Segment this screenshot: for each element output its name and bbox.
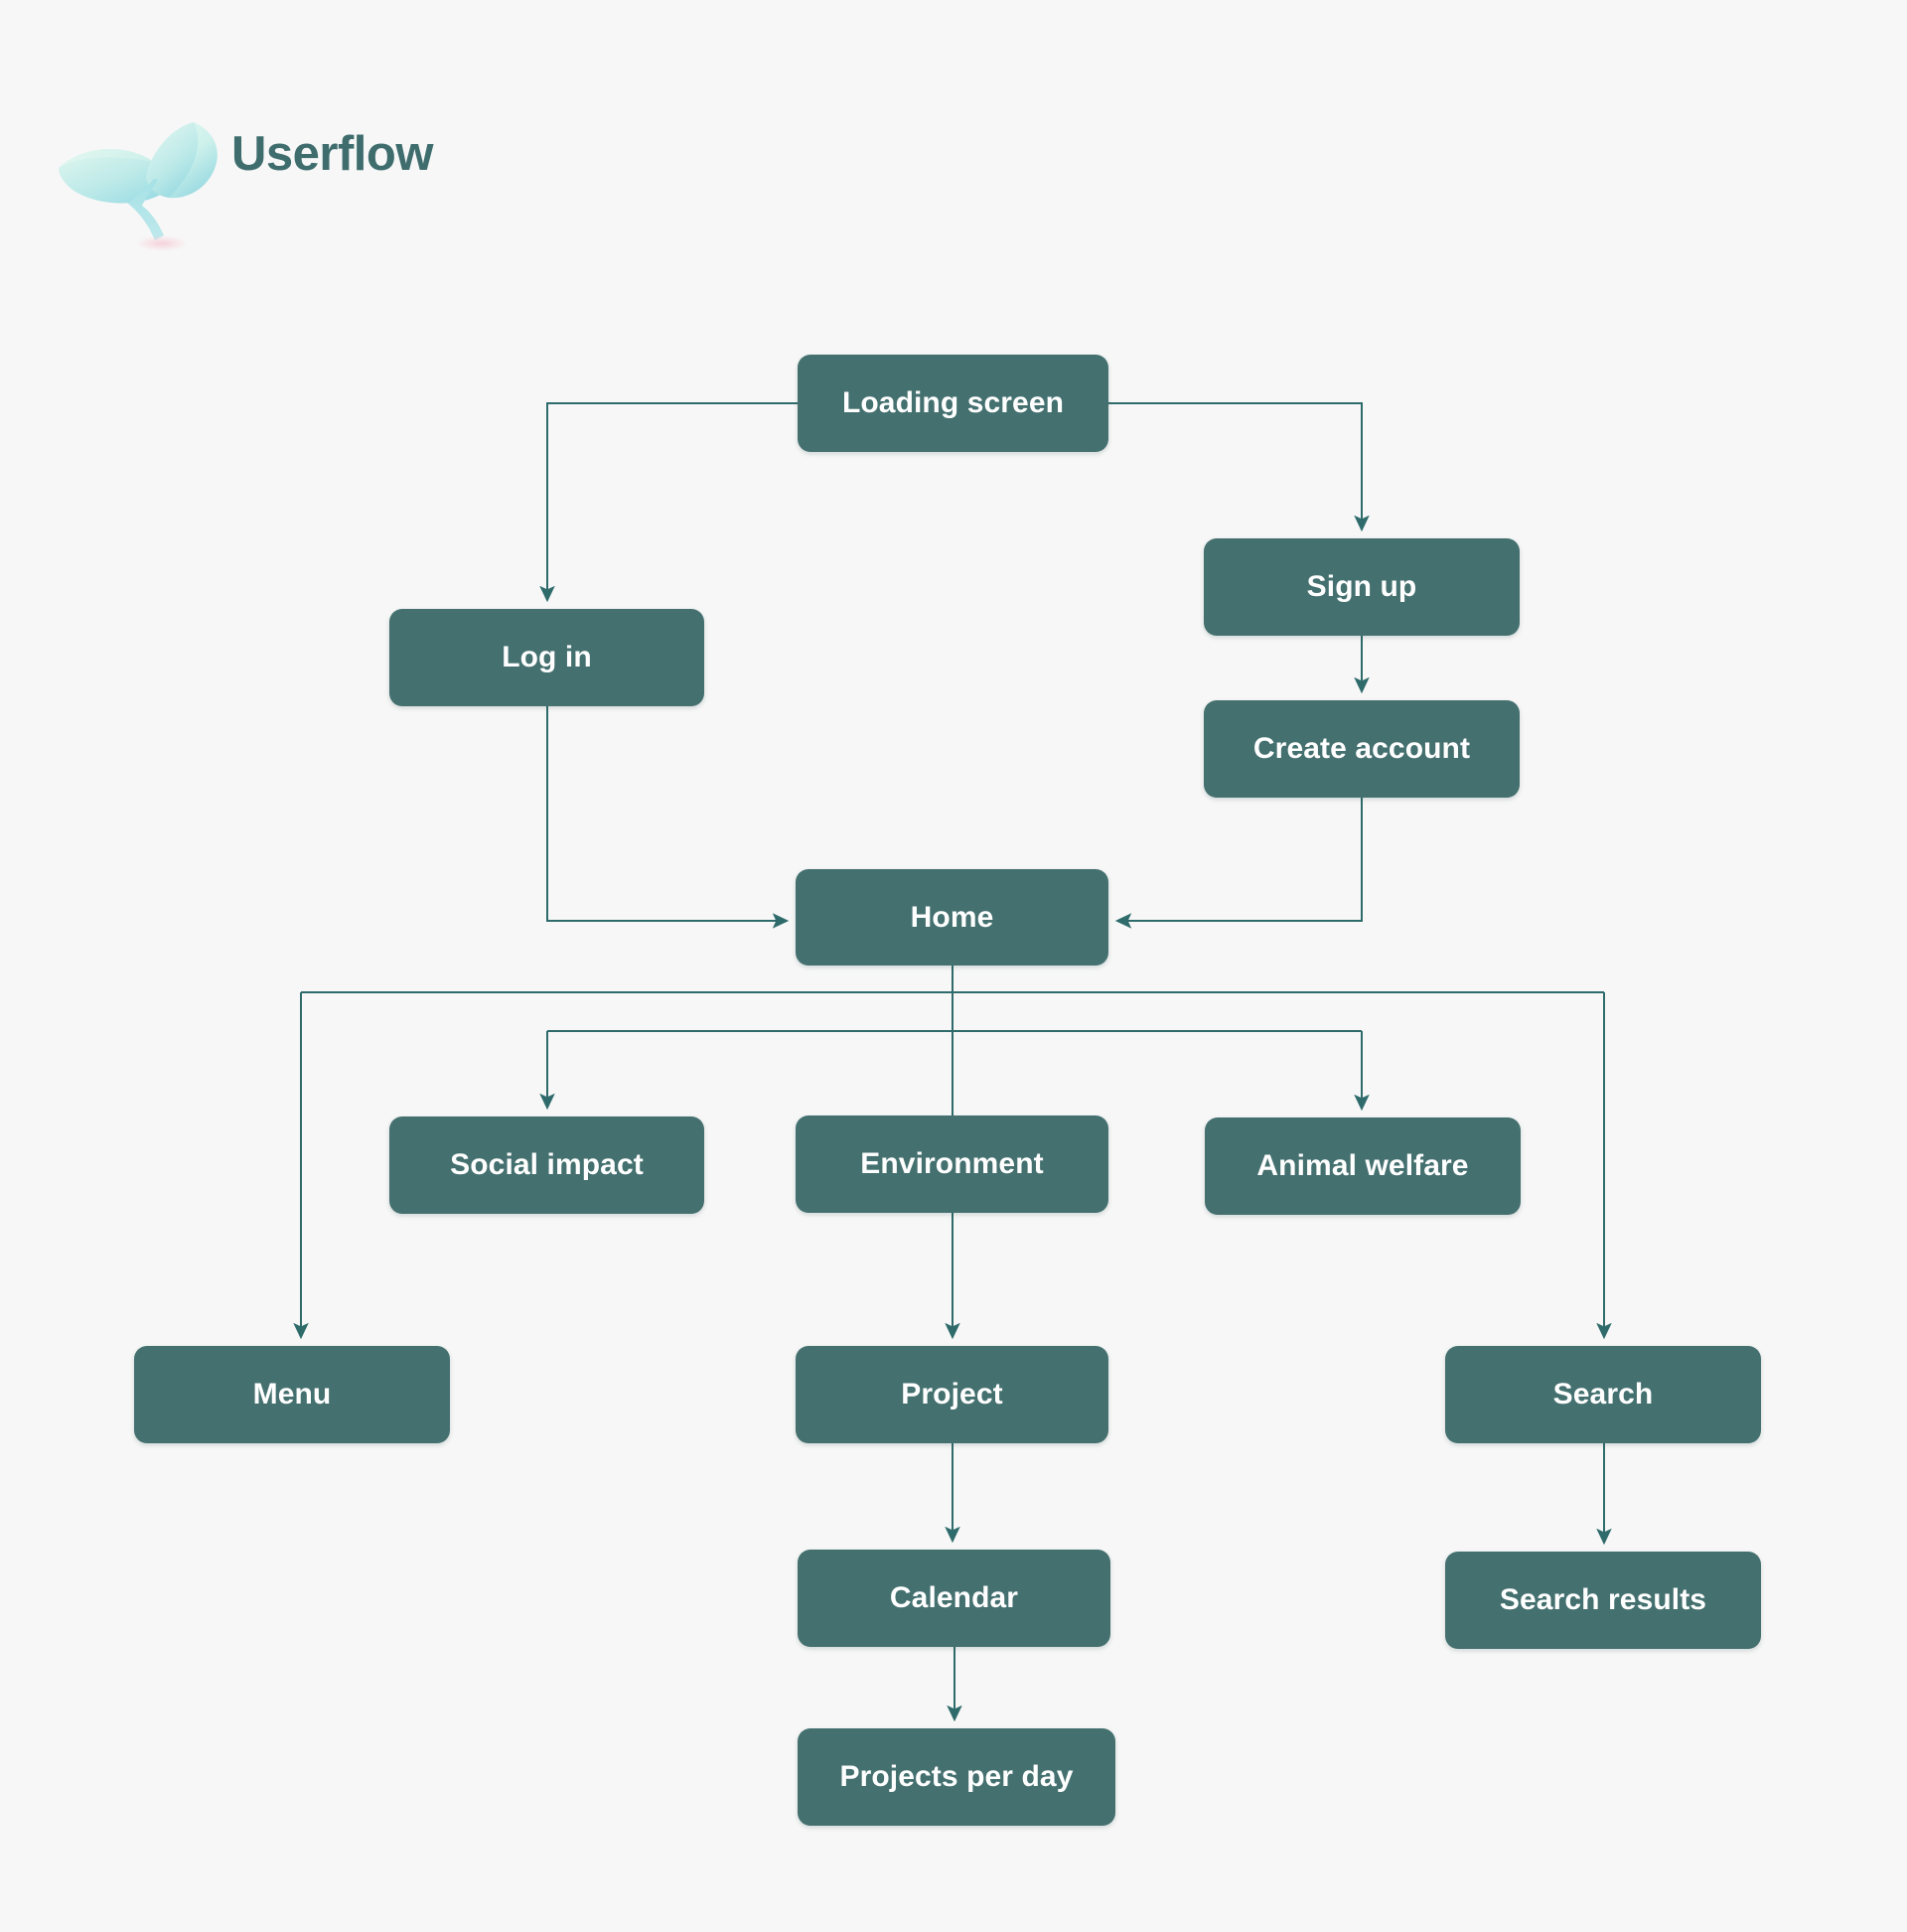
node-projects-per-day[interactable]: Projects per day: [798, 1728, 1115, 1826]
node-label: Social impact: [450, 1148, 644, 1181]
node-search-results[interactable]: Search results: [1445, 1552, 1761, 1649]
node-label: Loading screen: [841, 386, 1065, 419]
sprout-leaves-icon: [55, 94, 233, 253]
node-label: Projects per day: [839, 1760, 1074, 1793]
node-label: Home: [910, 900, 994, 934]
node-home[interactable]: Home: [796, 869, 1108, 966]
node-sign-up[interactable]: Sign up: [1204, 538, 1520, 636]
node-label: Calendar: [889, 1581, 1019, 1614]
node-label: Search: [1552, 1378, 1654, 1411]
edge-loading-to-signup: [1108, 402, 1370, 532]
page-title: Userflow: [231, 127, 433, 181]
node-project[interactable]: Project: [796, 1346, 1108, 1443]
node-label: Sign up: [1306, 570, 1417, 603]
node-label: Search results: [1499, 1583, 1707, 1616]
node-calendar[interactable]: Calendar: [798, 1550, 1110, 1647]
node-environment[interactable]: Environment: [796, 1115, 1108, 1213]
node-label: Log in: [502, 641, 592, 673]
node-social-impact[interactable]: Social impact: [389, 1116, 704, 1214]
edge-login-to-home: [546, 706, 790, 929]
node-label: Menu: [252, 1378, 332, 1411]
node-create-account[interactable]: Create account: [1204, 700, 1520, 798]
node-log-in[interactable]: Log in: [389, 609, 704, 706]
node-label: Create account: [1252, 732, 1471, 765]
node-loading-screen[interactable]: Loading screen: [798, 355, 1108, 452]
node-label: Project: [901, 1378, 1003, 1411]
node-menu[interactable]: Menu: [134, 1346, 450, 1443]
node-animal-welfare[interactable]: Animal welfare: [1205, 1117, 1521, 1215]
node-label: Environment: [860, 1147, 1044, 1180]
edge-create-account-to-home: [1114, 798, 1363, 929]
node-search[interactable]: Search: [1445, 1346, 1761, 1443]
page-header: Userflow: [55, 94, 571, 253]
node-label: Animal welfare: [1256, 1149, 1469, 1182]
edge-loading-to-login: [539, 402, 798, 603]
